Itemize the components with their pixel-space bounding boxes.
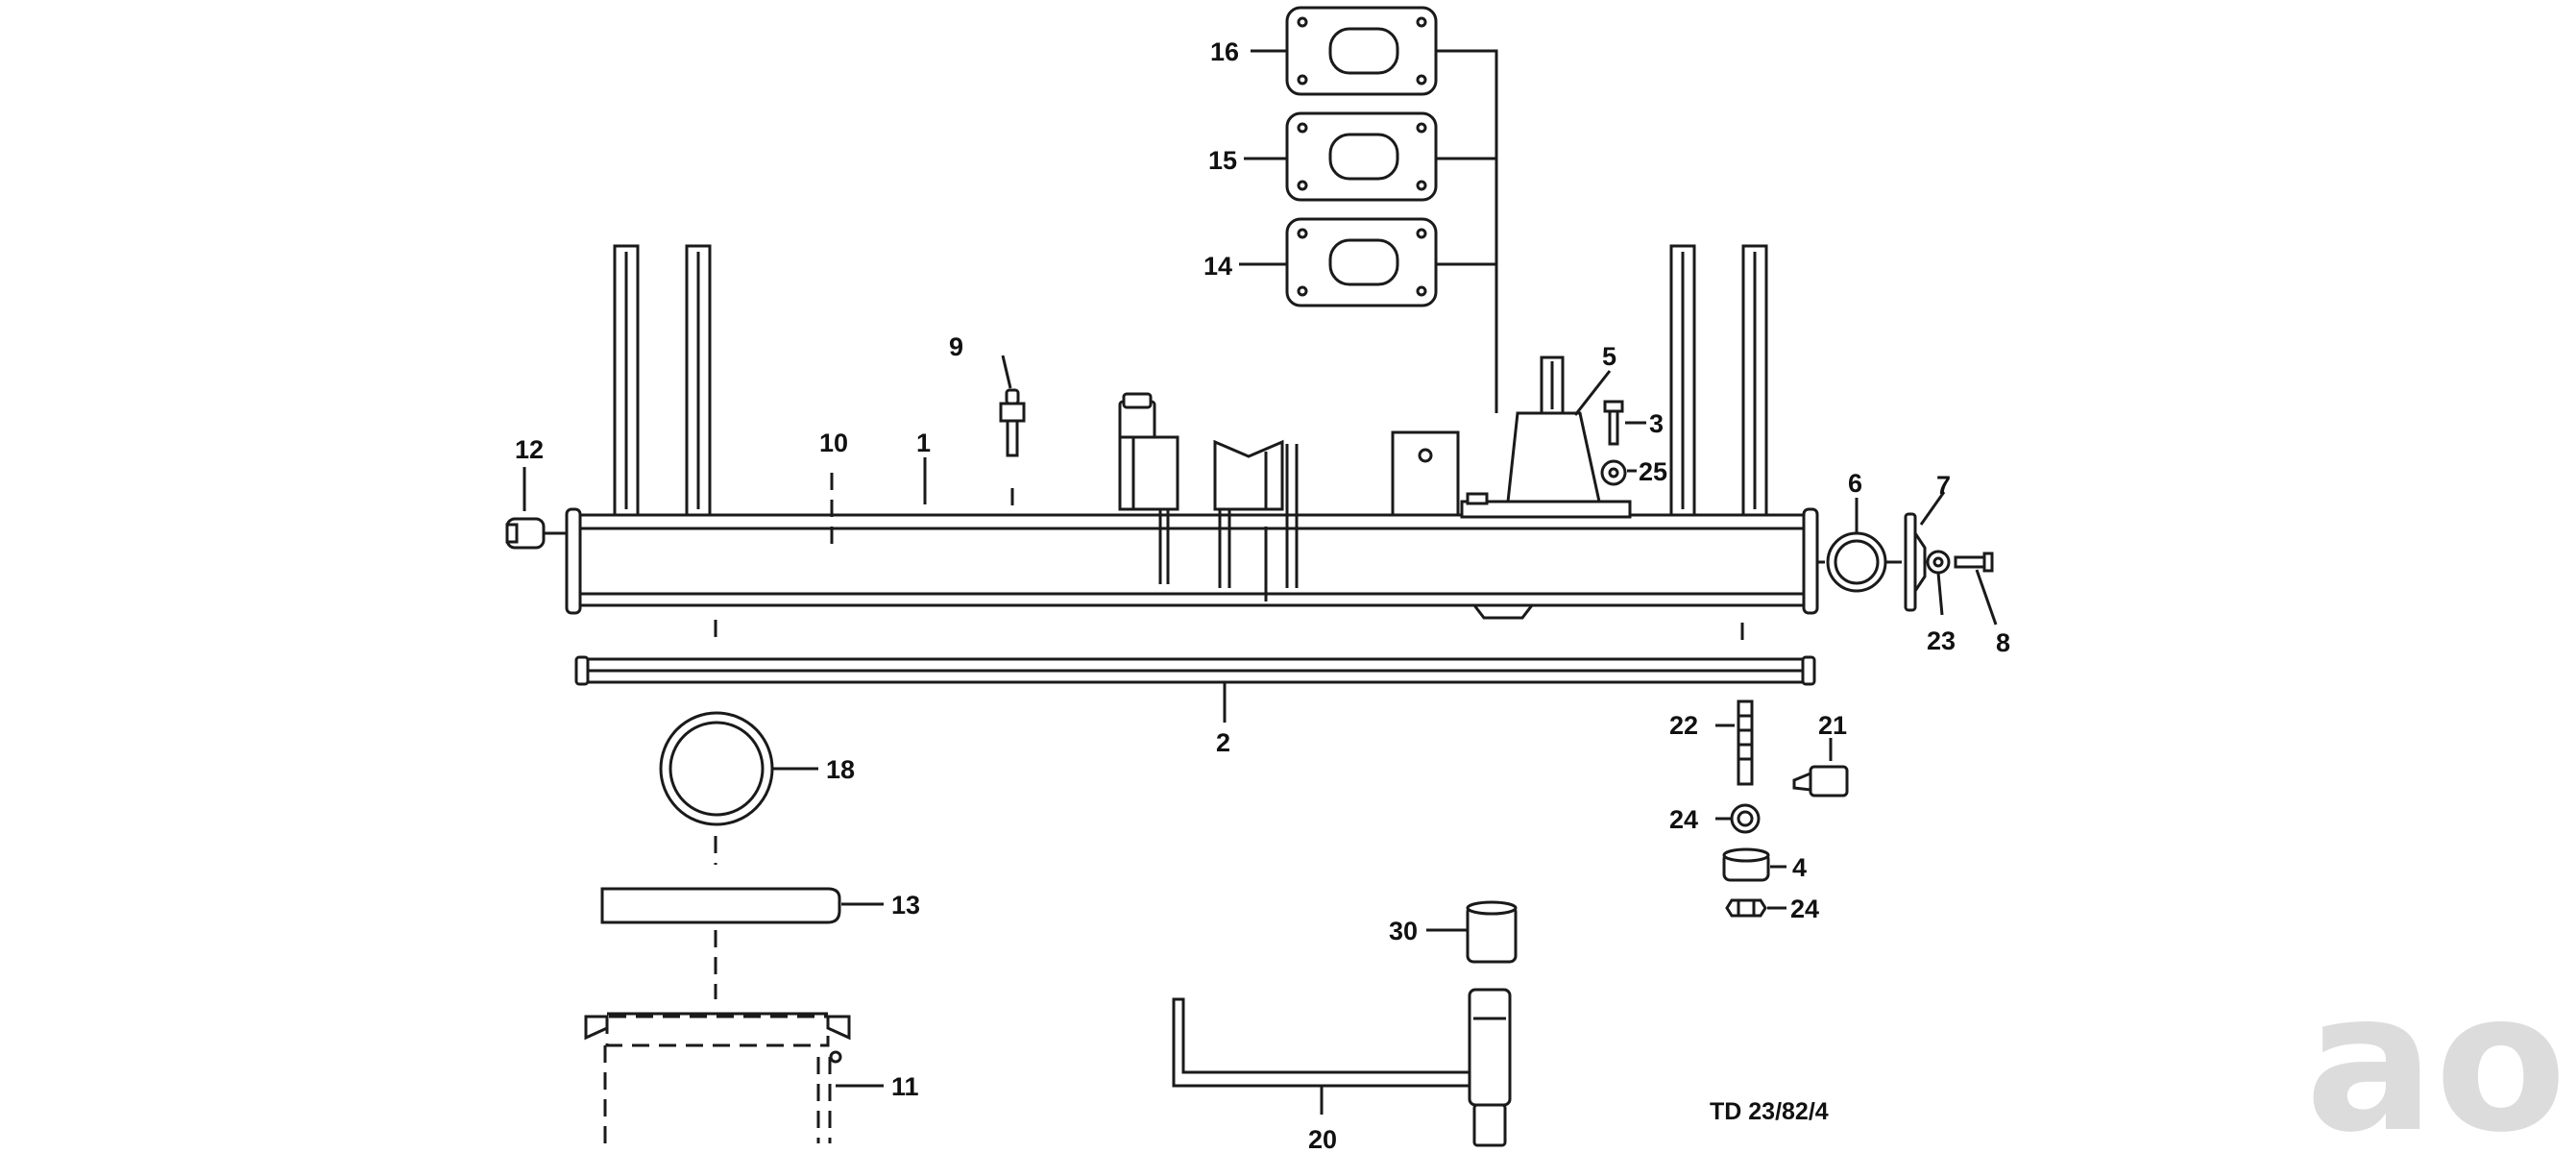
part-labels: 16 15 14 9 5 3 25 12 10 1 6 7 23 8 2 18 … (515, 37, 2010, 1153)
label-30: 30 (1389, 917, 1418, 945)
gasket-16 (1285, 6, 1438, 96)
label-15: 15 (1208, 146, 1237, 175)
label-20: 20 (1308, 1125, 1337, 1153)
gasket-14 (1285, 217, 1438, 307)
end-cap-12 (505, 517, 546, 550)
label-nut-24: 24 (1790, 895, 1819, 923)
label-9: 9 (949, 332, 963, 361)
sleeve-30 (1466, 900, 1518, 964)
label-5: 5 (1602, 342, 1616, 371)
center-brackets (1118, 392, 1460, 588)
housing-11 (584, 1012, 851, 1143)
washer-19 (1926, 550, 1951, 575)
label-8: 8 (1996, 628, 2010, 657)
brand-logo: ao (2305, 951, 2566, 1153)
gasket-15 (1285, 111, 1438, 202)
screw-8 (1954, 552, 1994, 573)
flange-7 (1904, 512, 1927, 612)
right-uprights (1669, 244, 1768, 517)
label-6: 6 (1848, 469, 1862, 498)
label-18: 18 (826, 755, 855, 784)
label-14: 14 (1203, 252, 1232, 281)
label-25: 25 (1639, 457, 1667, 486)
ring-18 (659, 711, 774, 826)
axle-frame (565, 507, 1819, 615)
label-13: 13 (891, 891, 920, 920)
label-23: 24 (1669, 805, 1698, 834)
cover-13 (600, 887, 841, 924)
key-21 (1792, 765, 1849, 797)
mount-bracket-5 (1460, 356, 1632, 519)
nut-24 (1725, 898, 1767, 918)
bolt-3 (1603, 400, 1624, 446)
shaft-2 (574, 655, 1816, 686)
washer-25 (1600, 459, 1627, 486)
label-2: 2 (1216, 728, 1230, 757)
left-uprights (613, 244, 712, 517)
label-11: 11 (891, 1072, 919, 1101)
label-3: 3 (1649, 409, 1664, 438)
stud-22 (1737, 699, 1754, 786)
label-22: 22 (1669, 711, 1698, 740)
washer-23 (1730, 803, 1761, 834)
crank-handle-20 (1172, 988, 1512, 1147)
label-1: 1 (916, 429, 931, 457)
logo-text: ao (2305, 951, 2566, 1153)
grease-nipple-9 (999, 388, 1026, 457)
label-16: 16 (1210, 37, 1239, 66)
bushing-6 (1826, 531, 1887, 593)
label-4: 4 (1792, 853, 1807, 882)
label-10: 10 (819, 429, 848, 457)
leader-lines (522, 49, 1998, 1115)
drawing-code: TD 23/82/4 (1710, 1098, 1829, 1125)
label-19: 23 (1927, 626, 1956, 655)
label-12: 12 (515, 435, 544, 464)
spacer-4 (1722, 847, 1770, 882)
label-7: 7 (1936, 471, 1951, 500)
label-21: 21 (1818, 711, 1847, 740)
